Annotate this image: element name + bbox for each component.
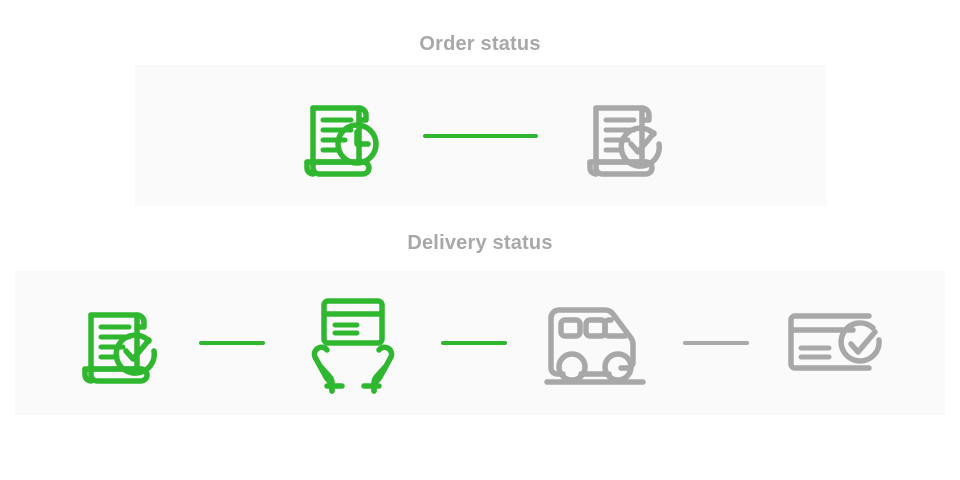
delivery-step-packed[interactable]	[297, 287, 409, 399]
document-check-icon	[67, 293, 167, 393]
delivery-status-steps	[15, 271, 945, 415]
card-check-icon	[781, 304, 893, 382]
order-step-confirmed[interactable]	[572, 86, 672, 186]
delivery-connector-1	[199, 341, 265, 345]
delivery-connector-3	[683, 341, 749, 345]
order-status-title: Order status	[419, 33, 541, 55]
delivery-step-order-confirmed[interactable]	[67, 293, 167, 393]
delivery-status-title: Delivery status	[407, 232, 553, 254]
order-status-steps	[135, 65, 826, 206]
delivery-step-in-transit[interactable]	[539, 298, 651, 388]
order-status-panel	[135, 65, 826, 206]
delivery-van-icon	[539, 298, 651, 388]
delivery-status-panel	[15, 271, 945, 415]
order-step-processing[interactable]	[289, 86, 389, 186]
order-connector-1	[423, 133, 538, 138]
document-clock-icon	[289, 86, 389, 186]
hands-holding-card-icon	[297, 287, 409, 399]
document-check-icon	[572, 86, 672, 186]
delivery-connector-2	[441, 341, 507, 345]
delivery-step-delivered[interactable]	[781, 304, 893, 382]
